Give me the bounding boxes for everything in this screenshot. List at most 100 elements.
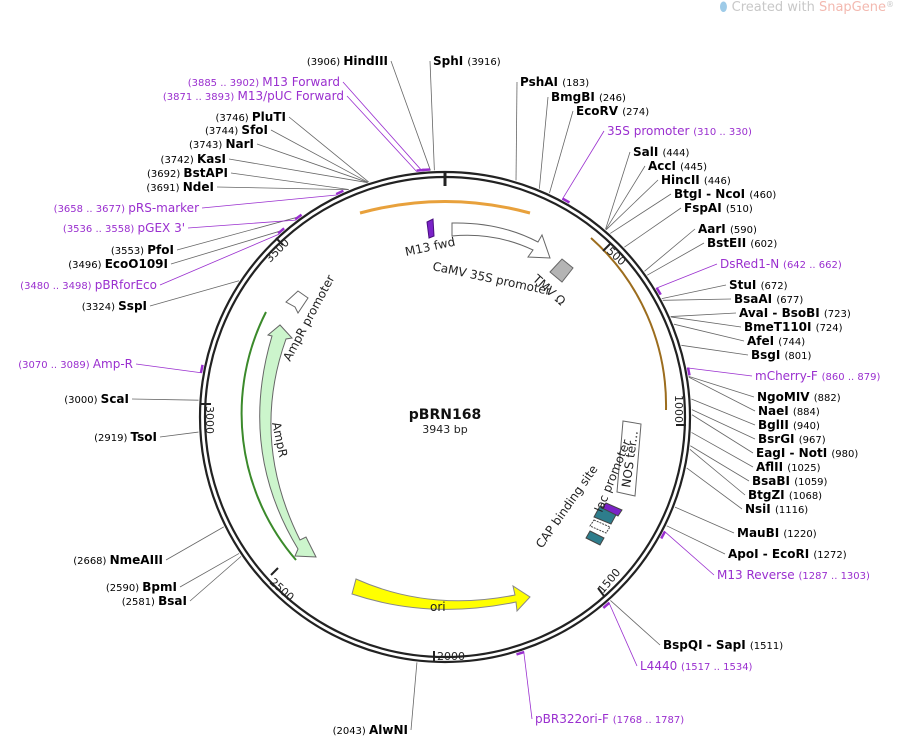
enzyme-name: BsaI: [158, 594, 187, 608]
enzyme-label: BsrGI (967): [758, 432, 826, 446]
enzyme-13: BsaAI (677): [662, 292, 803, 306]
label-m13-fwd: M13 fwd: [404, 235, 457, 259]
feature-ori: [351, 578, 531, 613]
tick-2000: 2000: [433, 650, 465, 663]
enzyme-10: AarI (590): [644, 222, 757, 272]
enzyme-name: NarI: [225, 137, 254, 151]
enzyme-connector: [165, 526, 224, 561]
primer-connector: [561, 130, 605, 200]
tick-1000: 1000: [672, 395, 686, 426]
primer-8: (3070 .. 3089) Amp-R: [18, 357, 204, 374]
enzyme-position: (3553): [111, 246, 147, 257]
enzyme-connector: [690, 445, 750, 482]
svg-text:1000: 1000: [672, 395, 685, 423]
enzyme-label: (3691) NdeI: [146, 180, 214, 194]
enzyme-label: BmeT110I (724): [744, 320, 843, 334]
enzyme-position: (3000): [64, 395, 100, 406]
tick-3000: 3000: [200, 403, 216, 434]
primer-name: pBR322ori-F: [535, 712, 613, 726]
primer-connector: [159, 233, 280, 286]
enzyme-position: (183): [562, 78, 589, 89]
enzyme-name: BmeT110I: [744, 320, 816, 334]
enzyme-position: (3692): [147, 169, 183, 180]
primer-4: mCherry-F (860 .. 879): [686, 367, 880, 383]
enzyme-19: NaeI (884): [688, 376, 820, 418]
enzyme-6: AccI (445): [605, 159, 707, 230]
enzyme-name: BmgBI: [551, 90, 599, 104]
primer-site-mark: [416, 168, 425, 172]
primer-label: pBR322ori-F (1768 .. 1787): [535, 712, 684, 726]
enzyme-41: (3742) KasI: [161, 152, 368, 183]
enzyme-label: (3692) BstAPI: [147, 166, 228, 180]
enzyme-name: BsaAI: [734, 292, 776, 306]
enzyme-connector: [670, 316, 742, 328]
enzyme-37: (3496) EcoO109I: [68, 229, 284, 271]
feature-m13-fwd: [426, 218, 435, 239]
enzyme-connector: [179, 553, 240, 588]
enzyme-label: SphI (3916): [433, 54, 501, 68]
enzyme-position: (1220): [783, 529, 816, 540]
enzyme-label: MauBI (1220): [737, 526, 817, 540]
enzyme-name: BtgI - NcoI: [674, 187, 749, 201]
enzyme-name: KasI: [197, 152, 226, 166]
enzyme-33: (2668) NmeAIII: [73, 526, 224, 567]
primer-10: (3536 .. 3558) pGEX 3': [63, 213, 303, 235]
enzyme-21: BsrGI (967): [691, 409, 826, 446]
primer-site-mark: [335, 189, 344, 196]
enzyme-name: BglII: [758, 418, 793, 432]
enzyme-9: FspAI (510): [624, 201, 753, 248]
enzyme-label: StuI (672): [729, 278, 788, 292]
enzyme-name: EagI - NotI: [756, 446, 831, 460]
enzyme-label: SalI (444): [633, 145, 689, 159]
enzyme-label: (3743) NarI: [189, 137, 254, 151]
enzyme-name: AccI: [648, 159, 680, 173]
feature-camv-35s-promoter: [451, 222, 551, 259]
primer-connector: [342, 81, 423, 172]
tick-500: 500: [602, 243, 628, 268]
enzyme-connector: [681, 344, 749, 356]
primer-label: (3070 .. 3089) Amp-R: [18, 357, 133, 371]
enzyme-name: BspQI - SapI: [663, 638, 750, 652]
svg-text:3500: 3500: [263, 236, 292, 265]
enzyme-position: (510): [726, 204, 753, 215]
primer-name: M13/pUC Forward: [237, 89, 344, 103]
enzyme-name: SfoI: [241, 123, 268, 137]
primer-name: L4440: [640, 659, 681, 673]
enzyme-position: (590): [730, 225, 757, 236]
enzyme-connector: [688, 376, 756, 412]
primer-9: (3480 .. 3498) pBRforEco: [20, 227, 285, 292]
primer-name: pRS-marker: [128, 201, 199, 215]
enzyme-1: SphI (3916): [429, 54, 501, 171]
enzyme-label: ApoI - EcoRI (1272): [728, 547, 847, 561]
enzyme-name: BsgI: [751, 348, 785, 362]
enzyme-name: SspI: [118, 299, 147, 313]
enzyme-name: BpmI: [142, 580, 177, 594]
primer-name: DsRed1-N: [720, 257, 783, 271]
enzyme-name: HincII: [661, 173, 704, 187]
enzyme-position: (723): [824, 309, 851, 320]
enzyme-42: (3743) NarI: [189, 137, 368, 183]
enzyme-position: (3324): [82, 302, 118, 313]
enzyme-position: (2590): [106, 583, 142, 594]
enzyme-position: (677): [776, 295, 803, 306]
primer-name: Amp-R: [93, 357, 133, 371]
enzyme-position: (1272): [813, 550, 846, 561]
feature-lac-promoter: [589, 502, 623, 534]
primer-connector: [201, 194, 337, 209]
enzyme-25: BtgZI (1068): [689, 448, 822, 502]
enzyme-name: NdeI: [183, 180, 214, 194]
enzyme-31: (2581) BsaI: [122, 556, 242, 608]
feature-ampr-promoter: [285, 290, 309, 314]
enzyme-36: (3324) SspI: [82, 280, 240, 313]
enzyme-name: AlwNI: [369, 723, 408, 737]
enzyme-connector: [644, 228, 696, 272]
primer-site-mark: [199, 364, 204, 373]
primer-label: 35S promoter (310 .. 330): [607, 124, 752, 138]
enzyme-label: (3324) SspI: [82, 299, 147, 313]
enzyme-position: (3906): [307, 57, 343, 68]
enzyme-name: BsaBI: [752, 474, 794, 488]
enzyme-position: (801): [785, 351, 812, 362]
enzyme-name: SphI: [433, 54, 467, 68]
